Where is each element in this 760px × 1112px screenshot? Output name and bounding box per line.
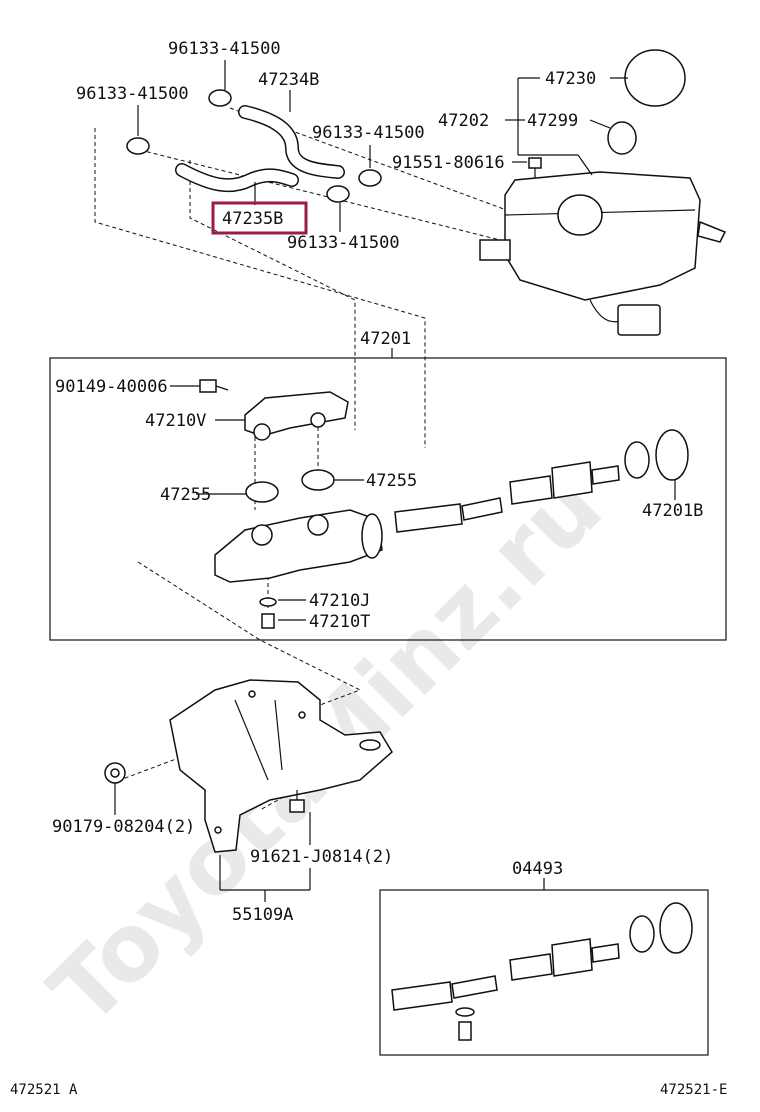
- label-gasket-j: 47210J: [309, 591, 370, 611]
- kit-piston-spring-assembly: [391, 938, 620, 1011]
- label-union: 47210V: [145, 411, 206, 431]
- hose-47235b: [175, 163, 299, 193]
- label-screw: 91551-80616: [392, 153, 505, 173]
- label-reservoir-assy: 47202: [438, 111, 489, 131]
- strainer-icon: [607, 121, 637, 155]
- nut-icon: [104, 762, 126, 784]
- label-hose-upper: 47234B: [258, 70, 319, 90]
- label-grommet-right: 47255: [366, 471, 417, 491]
- highlight-box: [211, 201, 308, 235]
- leader-lines-top: [137, 60, 628, 232]
- reservoir-cap-icon: [557, 49, 686, 236]
- label-clip-top: 96133-41500: [168, 39, 281, 59]
- label-clip-right: 96133-41500: [312, 123, 425, 143]
- kit-bleeder-icon: [455, 1007, 475, 1041]
- label-bolt: 90149-40006: [55, 377, 168, 397]
- master-cylinder-box: [49, 357, 727, 641]
- label-kit-b: 47201B: [642, 501, 703, 521]
- master-cylinder-body: [214, 509, 383, 583]
- grommet-icon: [245, 469, 335, 503]
- label-grommet-left: 47255: [160, 485, 211, 505]
- label-bracket-bolt: 91621-J0814(2): [250, 847, 393, 867]
- label-bleeder-t: 47210T: [309, 612, 370, 632]
- leader-lines-bracket: [114, 783, 311, 902]
- hose-47234b: [238, 105, 345, 179]
- label-master-cyl-assy: 47201: [360, 329, 411, 349]
- label-clip-left: 96133-41500: [76, 84, 189, 104]
- bracket-bolt-icon: [289, 790, 305, 813]
- label-cap: 47230: [545, 69, 596, 89]
- label-clip-bottom: 96133-41500: [287, 233, 400, 253]
- bleeder-icon: [259, 597, 277, 629]
- label-repair-kit: 04493: [512, 859, 563, 879]
- leader-lines-box: [170, 385, 676, 621]
- kit-seal-ring-icon: [629, 902, 693, 954]
- label-bracket: 55109A: [232, 905, 293, 925]
- label-hose-lower: 47235B: [222, 209, 283, 229]
- union-fitting: [244, 391, 349, 441]
- label-nut: 90179-08204(2): [52, 817, 195, 837]
- footer-left: 472521 A: [10, 1082, 78, 1098]
- bracket-55109a: [169, 679, 393, 853]
- screw-icon: [528, 157, 542, 178]
- seal-ring-icon: [624, 429, 689, 481]
- label-strainer: 47299: [527, 111, 578, 131]
- bolt-icon: [199, 379, 229, 393]
- piston-spring-assembly: [394, 461, 620, 533]
- reservoir-tank: [479, 171, 727, 336]
- footer-right: 472521-E: [660, 1082, 727, 1098]
- clip-icon: [126, 89, 382, 203]
